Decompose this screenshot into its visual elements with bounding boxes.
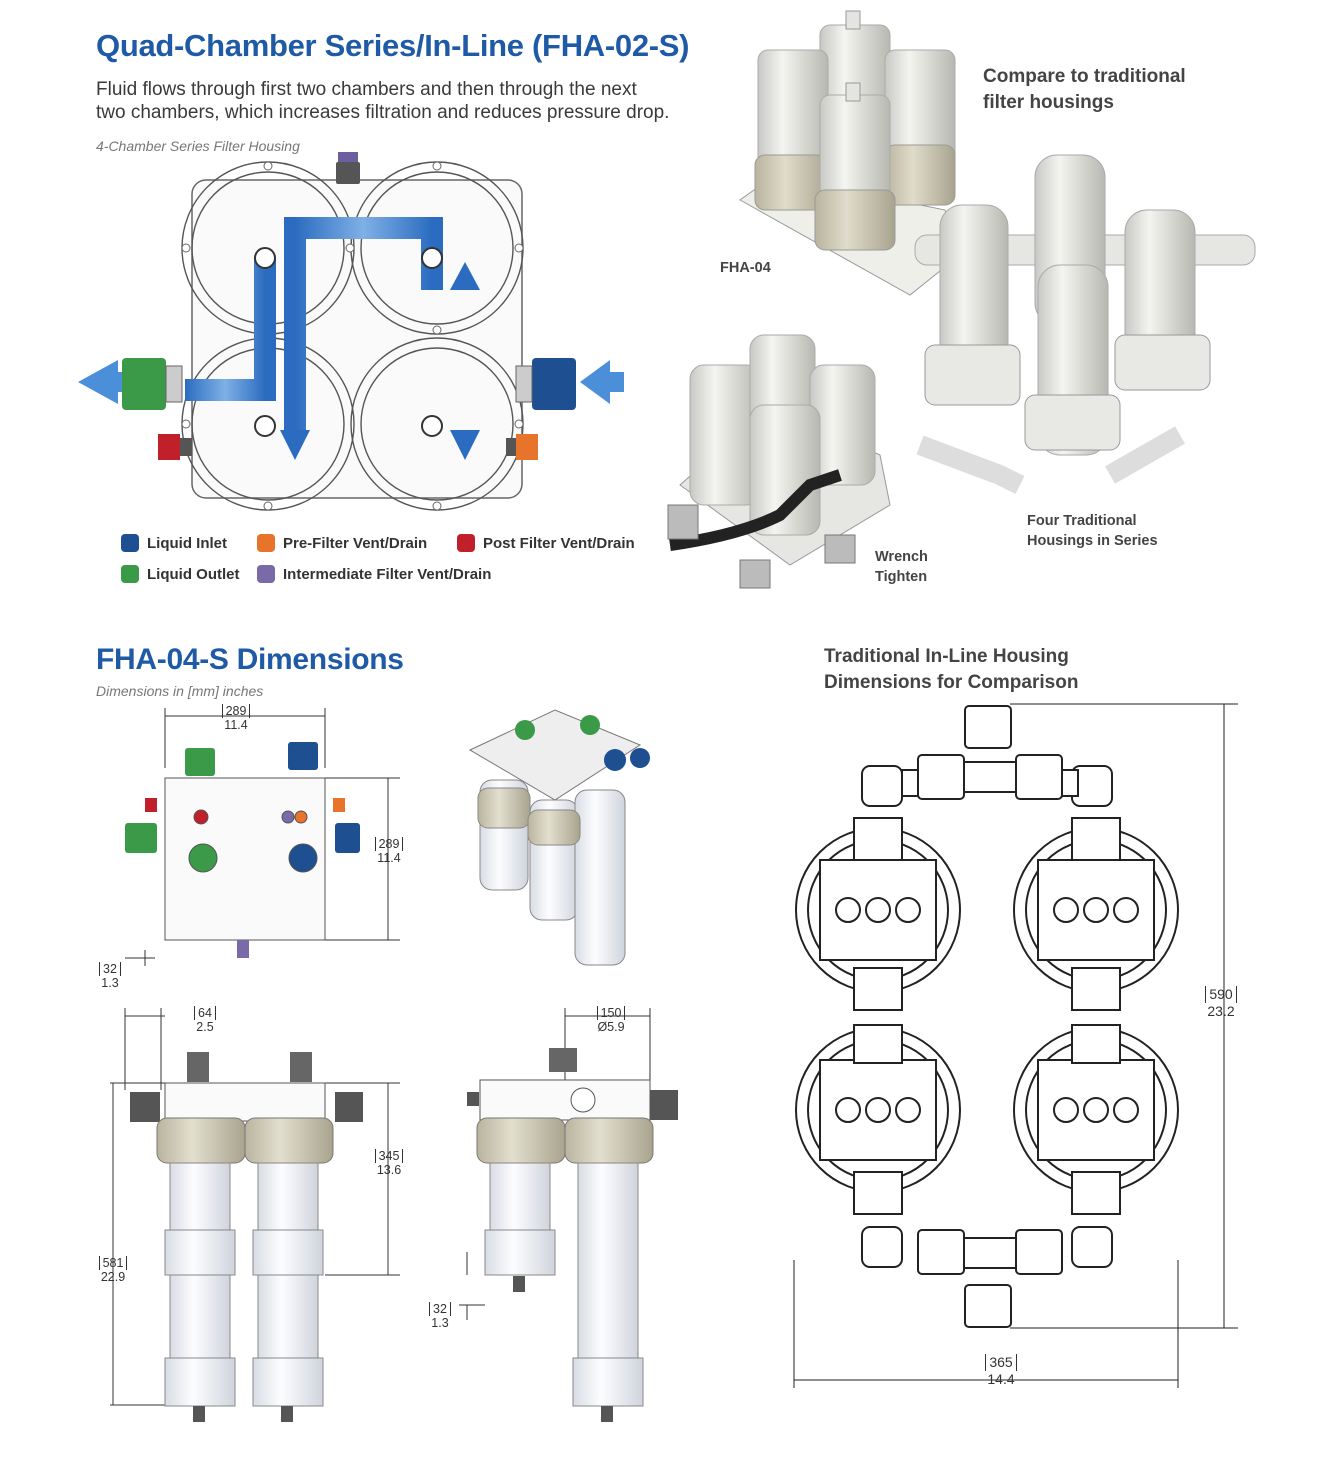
description-line: two chambers, which increases filtration…: [96, 102, 670, 123]
legend-label: Post Filter Vent/Drain: [483, 534, 635, 552]
legend-swatch: [457, 534, 475, 552]
legend-swatch: [121, 534, 139, 552]
compare-line: Compare to traditional: [983, 66, 1186, 87]
dimensions-title: FHA-04-S Dimensions: [96, 643, 404, 676]
compare-line: filter housings: [983, 92, 1114, 113]
fha04-label: FHA-04: [720, 260, 771, 276]
dim-mm: 365: [985, 1354, 1017, 1371]
wrench-label: Wrench Tighten: [875, 547, 928, 587]
legend-swatch: [121, 565, 139, 583]
legend-label: Intermediate Filter Vent/Drain: [283, 565, 492, 583]
dim-in: 2.5: [196, 1020, 214, 1034]
dim-mm: 289: [374, 837, 404, 851]
side-view-drawing: [130, 1052, 363, 1422]
comparison-line: Dimensions for Comparison: [824, 672, 1079, 693]
top-view-drawing: [125, 742, 360, 958]
four-housings-line: Four Traditional: [1027, 513, 1137, 529]
diagram-caption: 4-Chamber Series Filter Housing: [96, 138, 300, 154]
dim-in: 11.4: [377, 851, 401, 865]
dim-mm: 150: [596, 1006, 626, 1020]
right-view-drawing: [467, 1048, 678, 1422]
traditional-drawing: [793, 703, 1238, 1388]
dim-mm: 289: [221, 704, 251, 718]
legend-label: Pre-Filter Vent/Drain: [283, 534, 428, 552]
dim-mm: 64: [194, 1006, 216, 1020]
dim-in: 1.3: [431, 1316, 449, 1330]
legend-item: Liquid Inlet: [121, 534, 227, 552]
wrench-line: Tighten: [875, 569, 928, 585]
dim-in: 14.4: [987, 1371, 1015, 1387]
dimensions-caption: Dimensions in [mm] inches: [96, 683, 264, 699]
legend-item: Liquid Outlet: [121, 565, 239, 583]
legend-item: Post Filter Vent/Drain: [457, 534, 635, 552]
dim-in: 1.3: [101, 976, 119, 990]
trad-housings: [795, 705, 1179, 1328]
dim-mm: 590: [1205, 986, 1237, 1003]
product-renderings: [667, 10, 1256, 589]
legend-item: Intermediate Filter Vent/Drain: [257, 565, 491, 583]
four-housings-label: Four Traditional Housings in Series: [1027, 511, 1158, 551]
dim-in: 22.9: [100, 1270, 126, 1284]
dim-in: 13.6: [376, 1163, 402, 1177]
comparison-line: Traditional In-Line Housing: [824, 646, 1069, 667]
dim-in: Ø5.9: [597, 1020, 625, 1034]
dim-mm: 581: [98, 1256, 128, 1270]
legend-label: Liquid Outlet: [147, 565, 240, 583]
dim-mm: 32: [429, 1302, 451, 1316]
legend-swatch: [257, 565, 275, 583]
flow-diagram: [78, 152, 624, 511]
fha04-unit: [754, 10, 956, 251]
dim-in: 23.2: [1207, 1003, 1235, 1019]
legend-swatch: [257, 534, 275, 552]
legend-item: Pre-Filter Vent/Drain: [257, 534, 427, 552]
traditional-housings: [914, 154, 1256, 494]
description-line: Fluid flows through first two chambers a…: [96, 79, 637, 100]
description: Fluid flows through first two chambers a…: [96, 78, 669, 124]
section-title: Quad-Chamber Series/In-Line (FHA-02-S): [96, 28, 690, 63]
dimension-drawings: [110, 708, 678, 1422]
dim-mm: 345: [374, 1149, 404, 1163]
wrench-line: Wrench: [875, 549, 928, 565]
comparison-label: Traditional In-Line Housing Dimensions f…: [824, 644, 1078, 696]
dim-mm: 32: [99, 962, 121, 976]
iso-view-drawing: [468, 709, 650, 966]
wrench-unit: [667, 334, 891, 589]
dim-in: 11.4: [224, 718, 248, 732]
four-housings-line: Housings in Series: [1027, 533, 1158, 549]
compare-label: Compare to traditional filter housings: [983, 64, 1186, 116]
legend-label: Liquid Inlet: [147, 534, 227, 552]
